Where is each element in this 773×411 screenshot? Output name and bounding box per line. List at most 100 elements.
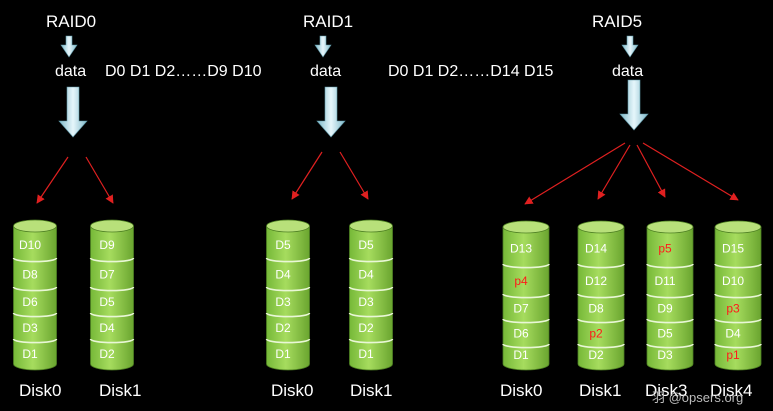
raid1-split-arrow-icon: [339, 151, 369, 200]
data-block: D4: [358, 268, 374, 282]
disk-stripe-divider: [265, 312, 311, 318]
disk-label: Disk3: [645, 381, 688, 400]
data-block: D5: [657, 327, 673, 341]
raid0-split-arrow-icon: [85, 156, 114, 204]
data-block: D12: [585, 274, 607, 288]
watermark: 羽 @opsers.org: [652, 390, 743, 405]
disk-stripe-divider: [12, 312, 58, 318]
disk-stripe-divider: [348, 286, 394, 292]
disk-cylinder-top: [349, 219, 393, 233]
disk-stripe-divider: [646, 263, 694, 269]
data-block: D1: [513, 348, 529, 362]
disk-stripe-divider: [12, 338, 58, 344]
disk-cylinder-top: [13, 219, 57, 233]
data-block: D9: [657, 302, 673, 316]
data-block: D3: [358, 295, 374, 309]
data-block: D8: [588, 302, 604, 316]
disk-cylinder-top: [502, 220, 550, 234]
disk-stripe-divider: [502, 263, 550, 269]
disk-stripe-divider: [577, 318, 625, 324]
raid5-title: RAID5: [592, 12, 642, 31]
data-block: D15: [722, 242, 744, 256]
disk-stripe-divider: [12, 257, 58, 263]
disk-label: Disk0: [500, 381, 543, 400]
disk-label: Disk1: [99, 381, 142, 400]
disk-stripe-divider: [265, 257, 311, 263]
raid0-small-down-arrow-icon: [60, 35, 78, 58]
disk-stripe-divider: [265, 338, 311, 344]
raid1-data-label: data: [310, 63, 341, 80]
raid5-split-arrow-icon: [642, 142, 739, 201]
disk-stripe-divider: [12, 286, 58, 292]
raid0-data-label: data: [55, 63, 86, 80]
disk-stripe-divider: [89, 312, 135, 318]
disk-stripe-divider: [646, 318, 694, 324]
disk-stripe-divider: [577, 263, 625, 269]
data-block: D13: [510, 242, 532, 256]
data-block: D14: [585, 242, 607, 256]
data-block: D10: [19, 238, 41, 252]
data-block: D2: [588, 348, 604, 362]
disk-stripe-divider: [265, 286, 311, 292]
disk-label: Disk0: [19, 381, 62, 400]
raid1-small-down-arrow-icon: [314, 35, 332, 58]
data-block: D2: [275, 321, 291, 335]
disk-stripe-divider: [714, 343, 762, 349]
disk-stripe-divider: [89, 338, 135, 344]
disk-cylinder-top: [90, 219, 134, 233]
disk-stripe-divider: [577, 343, 625, 349]
disk-cylinder-top: [646, 220, 694, 234]
disk-cylinder-body: [646, 226, 694, 371]
data-block: D9: [99, 238, 115, 252]
data-block: D5: [358, 238, 374, 252]
raid5-big-down-arrow-icon: [619, 79, 649, 131]
disk-cylinder-top: [266, 219, 310, 233]
disk-stripe-divider: [502, 318, 550, 324]
data-block: D6: [22, 295, 38, 309]
disk-stripe-divider: [348, 338, 394, 344]
data-block: D1: [275, 347, 291, 361]
data-block: D3: [22, 321, 38, 335]
disk-stripe-divider: [502, 343, 550, 349]
disk-stripe-divider: [89, 257, 135, 263]
disk-stripe-divider: [348, 257, 394, 263]
data-block: D6: [513, 327, 529, 341]
data-block: D7: [513, 302, 529, 316]
raid1-split-arrow-icon: [291, 151, 323, 200]
data-block: D11: [654, 274, 675, 288]
raid1-sequence: D0 D1 D2……D14 D15: [388, 63, 554, 80]
parity-block: p2: [589, 327, 603, 341]
data-block: D8: [22, 268, 38, 282]
raid5-split-arrow-icon: [524, 142, 626, 205]
disk-stripe-divider: [714, 318, 762, 324]
disk-label: Disk4: [710, 381, 753, 400]
data-block: D4: [99, 321, 115, 335]
data-block: D4: [725, 327, 741, 341]
disk-cylinder-top: [577, 220, 625, 234]
data-block: D1: [358, 347, 374, 361]
raid0-title: RAID0: [46, 12, 96, 31]
disk-stripe-divider: [646, 343, 694, 349]
disk-cylinder-top: [714, 220, 762, 234]
data-block: D2: [358, 321, 374, 335]
raid1-title: RAID1: [303, 12, 353, 31]
parity-block: p5: [658, 242, 672, 256]
data-block: D1: [22, 347, 38, 361]
parity-block: p1: [726, 348, 740, 362]
raid5-split-arrow-icon: [636, 144, 666, 198]
disk-stripe-divider: [502, 293, 550, 299]
data-block: D5: [275, 238, 291, 252]
data-block: D3: [275, 295, 291, 309]
raid5-small-down-arrow-icon: [621, 35, 639, 58]
disk-stripe-divider: [714, 263, 762, 269]
raid0-sequence: D0 D1 D2……D9 D10: [105, 63, 262, 80]
parity-block: p4: [514, 274, 528, 288]
disk-cylinder-body: [714, 226, 762, 371]
